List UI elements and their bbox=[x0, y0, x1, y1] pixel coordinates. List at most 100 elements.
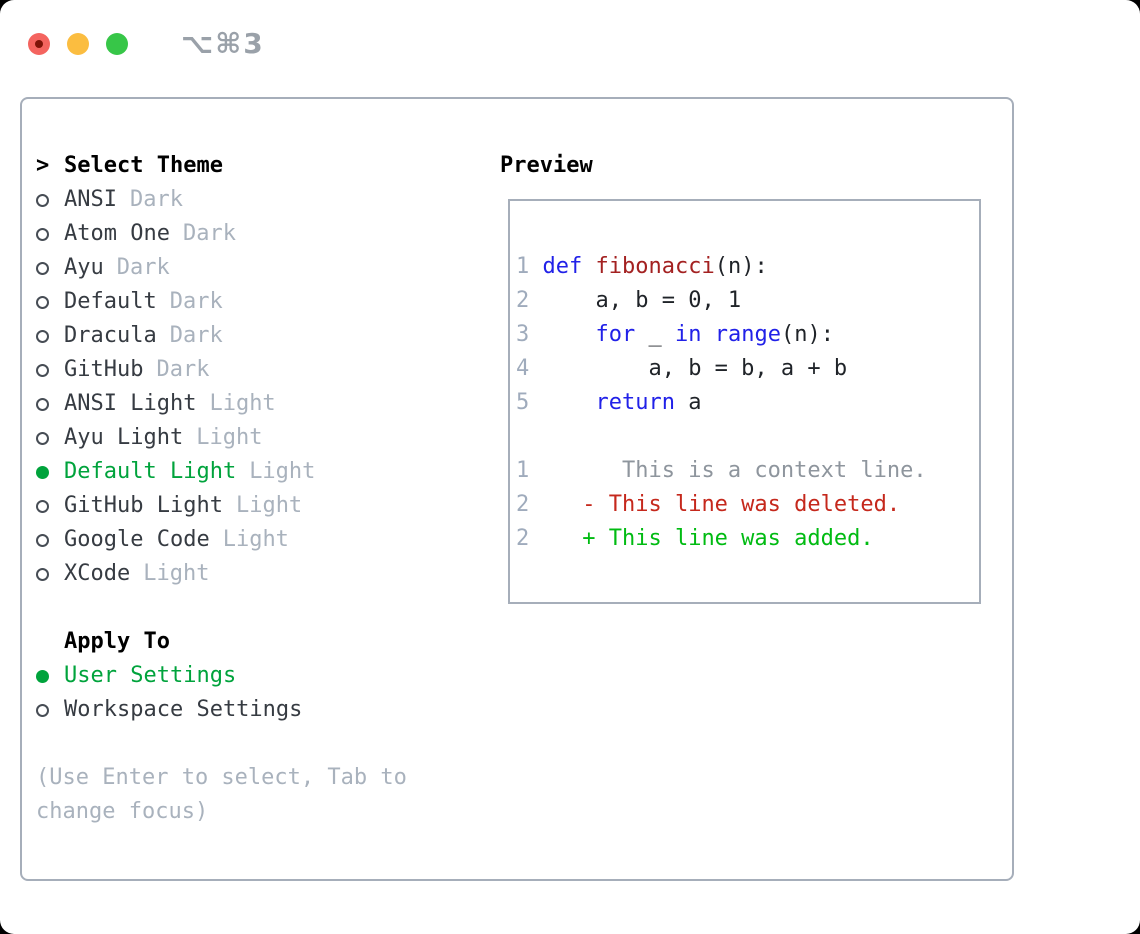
theme-variant-label: Light bbox=[249, 459, 316, 484]
code-token: This is a context line. bbox=[542, 458, 927, 483]
close-dot-icon bbox=[35, 39, 43, 48]
theme-name: Default bbox=[64, 289, 157, 314]
preview-line bbox=[516, 420, 979, 454]
theme-name: GitHub Light bbox=[64, 493, 223, 518]
theme-option-ayu-light-light[interactable]: Ayu Light Light bbox=[36, 421, 456, 455]
theme-option-default-light-light[interactable]: Default Light Light bbox=[36, 455, 456, 489]
code-token: a, b = b, a + b bbox=[542, 356, 848, 381]
theme-variant-label: Dark bbox=[169, 323, 223, 348]
radio-unselected-icon bbox=[36, 193, 49, 207]
code-token: in bbox=[674, 322, 702, 347]
code-token: + This line was added. bbox=[542, 526, 874, 551]
radio-selected-icon bbox=[36, 669, 49, 683]
code-token: fibonacci bbox=[595, 254, 715, 279]
theme-option-default-dark[interactable]: Default Dark bbox=[36, 285, 456, 319]
theme-variant-label: Dark bbox=[169, 289, 223, 314]
theme-name: Default Light bbox=[64, 459, 237, 484]
select-theme-title: Select Theme bbox=[64, 153, 223, 178]
theme-variant-label: Light bbox=[222, 527, 289, 552]
code-token bbox=[582, 254, 595, 279]
theme-variant-label: Dark bbox=[129, 187, 183, 212]
code-token: def bbox=[542, 254, 583, 279]
theme-name: Ayu bbox=[64, 255, 104, 280]
line-number: 3 bbox=[516, 322, 543, 347]
theme-variant-label: Dark bbox=[156, 357, 210, 382]
radio-unselected-icon bbox=[36, 397, 49, 411]
line-number: 1 bbox=[516, 458, 543, 483]
radio-unselected-icon bbox=[36, 533, 49, 547]
line-number: 2 bbox=[516, 492, 543, 517]
preview-line: 5 return a bbox=[516, 386, 979, 420]
code-token: a bbox=[674, 390, 702, 415]
zoom-button[interactable] bbox=[106, 32, 128, 55]
theme-option-github-dark[interactable]: GitHub Dark bbox=[36, 353, 456, 387]
preview-line: 2 - This line was deleted. bbox=[516, 488, 979, 522]
theme-name: XCode bbox=[64, 561, 131, 586]
spacer bbox=[36, 591, 456, 625]
apply-to-title: Apply To bbox=[64, 629, 170, 654]
preview-line: 2 a, b = 0, 1 bbox=[516, 284, 979, 318]
code-token bbox=[543, 390, 596, 415]
line-number: 2 bbox=[516, 526, 543, 551]
radio-unselected-icon bbox=[36, 363, 49, 377]
preview-line: 1 def fibonacci(n): bbox=[516, 250, 979, 284]
code-token: (n): bbox=[780, 322, 834, 347]
select-theme-header: >Select Theme bbox=[36, 149, 456, 183]
spacer bbox=[36, 727, 456, 761]
theme-option-atom-one-dark[interactable]: Atom One Dark bbox=[36, 217, 456, 251]
theme-variant-label: Light bbox=[143, 561, 210, 586]
code-token: for bbox=[595, 322, 636, 347]
theme-option-github-light-light[interactable]: GitHub Light Light bbox=[36, 489, 456, 523]
theme-variant-label: Light bbox=[235, 493, 303, 518]
line-number: 5 bbox=[516, 390, 543, 415]
preview-title: Preview bbox=[500, 153, 593, 178]
preview-line: 2 + This line was added. bbox=[516, 522, 979, 556]
apply-option-label: User Settings bbox=[64, 663, 237, 688]
code-token: - This line was deleted. bbox=[542, 492, 901, 517]
theme-variant-label: Dark bbox=[182, 221, 236, 246]
radio-unselected-icon bbox=[36, 703, 49, 717]
preview-line: 3 for _ in range(n): bbox=[516, 318, 979, 352]
theme-variant-label: Dark bbox=[116, 255, 170, 280]
apply-option-workspace-settings[interactable]: Workspace Settings bbox=[36, 693, 456, 727]
radio-unselected-icon bbox=[36, 431, 49, 445]
keyboard-hint: (Use Enter to select, Tab to change focu… bbox=[36, 765, 407, 824]
code-token: range bbox=[714, 322, 781, 347]
preview-line bbox=[516, 216, 979, 250]
window-shortcut-label: ⌥⌘3 bbox=[181, 27, 265, 60]
theme-option-dracula-dark[interactable]: Dracula Dark bbox=[36, 319, 456, 353]
apply-to-header: Apply To bbox=[36, 625, 456, 659]
theme-name: Ayu Light bbox=[64, 425, 184, 450]
close-button[interactable] bbox=[28, 32, 50, 55]
code-token: a, b = 0, 1 bbox=[542, 288, 742, 313]
radio-unselected-icon bbox=[36, 499, 49, 513]
theme-option-ayu-dark[interactable]: Ayu Dark bbox=[36, 251, 456, 285]
theme-name: GitHub bbox=[64, 357, 144, 382]
radio-unselected-icon bbox=[36, 329, 49, 343]
theme-name: Dracula bbox=[64, 323, 157, 348]
preview-line: 1 This is a context line. bbox=[516, 454, 979, 488]
preview-line: 4 a, b = b, a + b bbox=[516, 352, 979, 386]
line-number: 1 bbox=[516, 254, 543, 279]
minimize-button[interactable] bbox=[67, 32, 89, 55]
line-number: 2 bbox=[516, 288, 543, 313]
apply-option-user-settings[interactable]: User Settings bbox=[36, 659, 456, 693]
code-token bbox=[701, 322, 714, 347]
theme-option-xcode-light[interactable]: XCode Light bbox=[36, 557, 456, 591]
theme-variant-label: Light bbox=[196, 425, 263, 450]
code-token: (n): bbox=[714, 254, 768, 279]
code-token bbox=[543, 322, 596, 347]
radio-unselected-icon bbox=[36, 227, 49, 241]
theme-name: Atom One bbox=[64, 221, 170, 246]
radio-unselected-icon bbox=[36, 295, 49, 309]
radio-selected-icon bbox=[36, 465, 49, 479]
